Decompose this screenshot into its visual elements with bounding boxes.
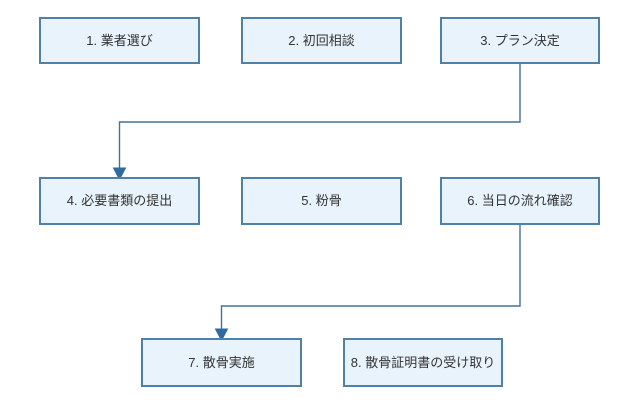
flow-node-submit-documents: 4. 必要書類の提出 (39, 177, 200, 225)
flow-node-certificate-receipt: 8. 散骨証明書の受け取り (343, 338, 503, 387)
flow-node-plan-decision: 3. プラン決定 (440, 17, 600, 64)
flow-node-initial-consult: 2. 初回相談 (241, 17, 402, 64)
flow-node-scattering: 7. 散骨実施 (141, 338, 302, 387)
connector-confirm-to-scatter (220, 225, 521, 330)
flow-node-day-flow-confirm: 6. 当日の流れ確認 (440, 177, 600, 225)
flow-node-pulverization: 5. 粉骨 (241, 177, 402, 225)
flow-node-vendor-selection: 1. 業者選び (39, 17, 200, 64)
connector-plan-to-documents (118, 64, 521, 169)
